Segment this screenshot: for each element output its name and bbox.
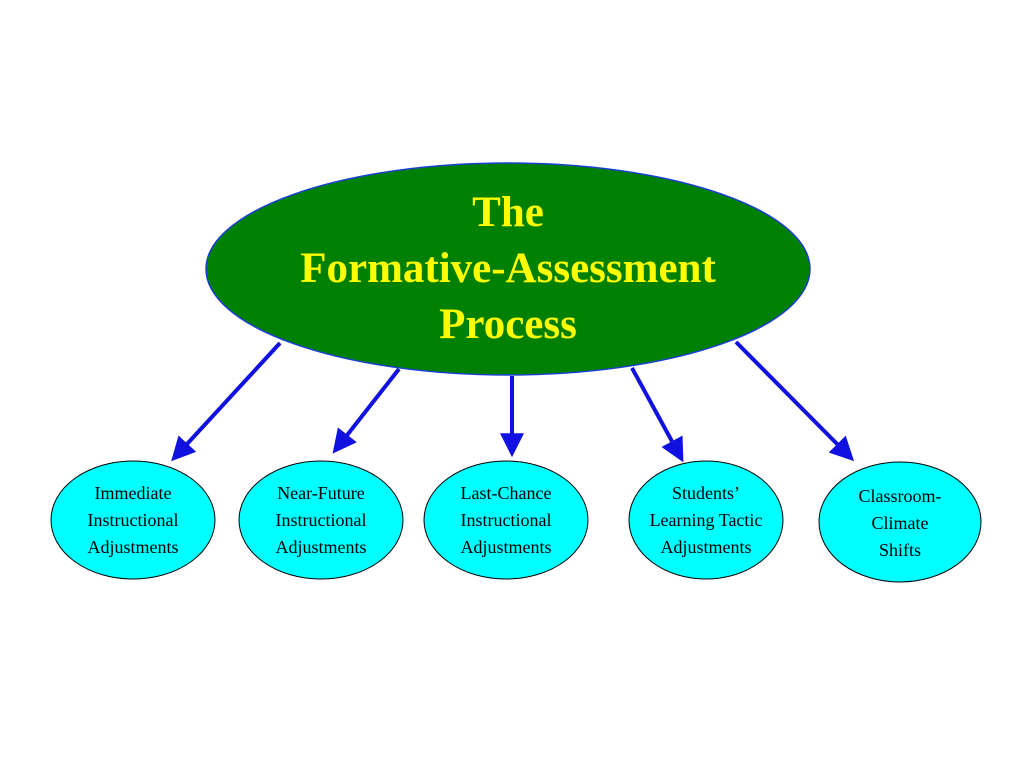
arrow-to-immediate — [171, 341, 282, 462]
last-chance-adjustments-oval — [423, 460, 589, 580]
arrow-to-classroom — [734, 340, 855, 462]
classroom-climate-shifts-label: Classroom- Climate Shifts — [858, 485, 942, 560]
classroom-climate-shifts-oval — [818, 461, 982, 583]
near-future-adjustments-oval — [238, 460, 404, 580]
learning-tactic-adjustments-oval — [628, 460, 784, 580]
learning-tactic-adjustments-label: Students’ Learning Tactic Adjustments — [649, 482, 763, 557]
near-future-adjustments-label: Near-Future Instructional Adjustments — [275, 482, 367, 557]
immediate-adjustments-label: Immediate Instructional Adjustments — [87, 482, 179, 557]
main-process-title: The Formative-Assessment Process — [300, 189, 716, 348]
last-chance-adjustments-label: Last-Chance Instructional Adjustments — [460, 482, 552, 557]
main-process-oval — [205, 162, 811, 376]
arrow-to-near-future — [332, 367, 401, 454]
arrow-to-students — [630, 367, 684, 463]
immediate-adjustments-oval — [50, 460, 216, 580]
